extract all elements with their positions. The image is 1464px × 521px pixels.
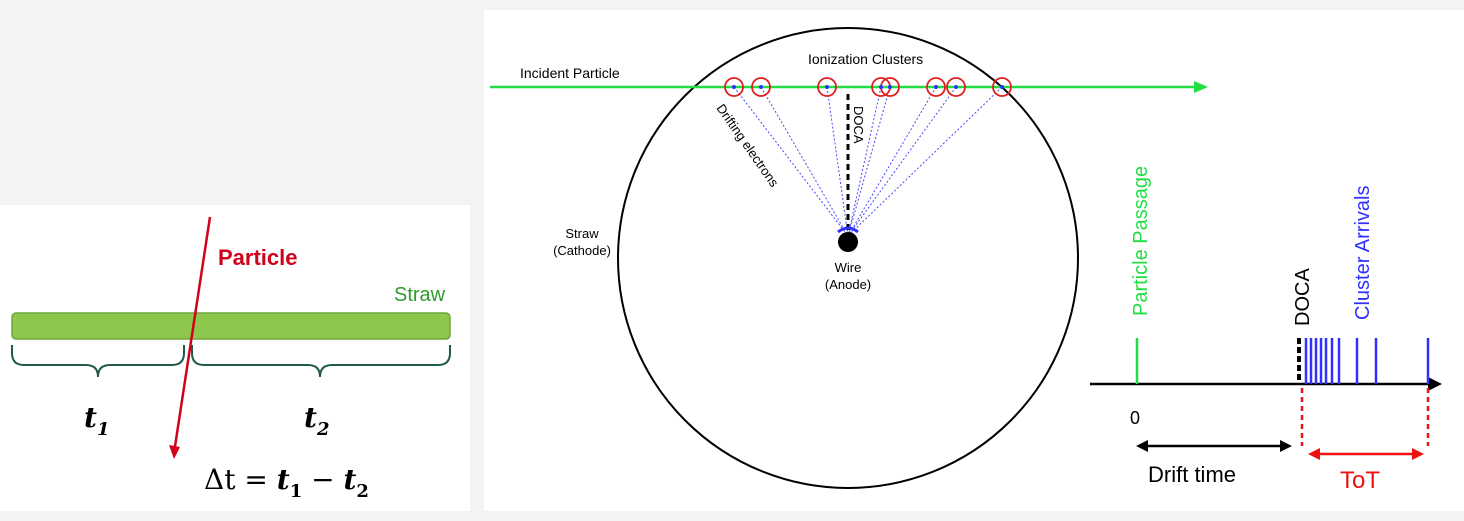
tot-arrow-right — [1412, 448, 1424, 460]
cluster-electrons — [732, 85, 1004, 89]
drift-time-arrow-left — [1136, 440, 1148, 452]
cluster-arrivals-label: Cluster Arrivals — [1352, 186, 1374, 320]
wire-label-line1: Wire — [835, 260, 862, 275]
doca-label: DOCA — [851, 106, 866, 144]
straw-timing-diagram: Straw Particle t1 t2 Δt = t1 − t2 — [11, 216, 451, 502]
straw-label-line1: Straw — [565, 226, 599, 241]
incident-particle-label: Incident Particle — [520, 65, 620, 81]
tot-arrow-left — [1308, 448, 1320, 460]
wire-label-line2: (Anode) — [825, 277, 871, 292]
straw-label: Straw — [394, 284, 446, 306]
straw-tube — [11, 312, 451, 340]
cluster-arrival-markers — [1304, 338, 1430, 384]
t1-brace — [11, 345, 185, 378]
tot-label: ToT — [1340, 467, 1380, 494]
ionization-clusters-label: Ionization Clusters — [808, 51, 923, 67]
t1-label: t1 — [84, 401, 109, 440]
incident-track-arrowhead — [1194, 81, 1208, 93]
particle-passage-label: Particle Passage — [1130, 166, 1152, 316]
time-axis-arrowhead — [1428, 377, 1442, 391]
delta-t-formula: Δt = t1 − t2 — [204, 463, 369, 502]
straw-timing-panel: Straw Particle t1 t2 Δt = t1 − t2 — [0, 205, 470, 511]
straw-cathode-circle — [617, 27, 1079, 489]
drift-time-label: Drift time — [1148, 462, 1236, 487]
particle-arrowhead — [169, 445, 180, 459]
t2-brace — [191, 345, 451, 378]
time-zero-label: 0 — [1130, 408, 1140, 428]
straw-label-line2: (Cathode) — [553, 243, 611, 258]
particle-track — [172, 216, 212, 454]
drift-time-arrow-right — [1280, 440, 1292, 452]
straw-cross-section-diagram: DOCA Incident Particle Ionization Cluste… — [490, 27, 1442, 494]
doca-time-label: DOCA — [1292, 268, 1314, 326]
drifting-electrons-label: Drifting electrons — [714, 101, 783, 190]
electron-arrival-arc — [837, 226, 859, 234]
ionization-clusters — [724, 77, 1012, 97]
straw-cross-section-panel: DOCA Incident Particle Ionization Cluste… — [484, 10, 1464, 511]
wire-anode — [838, 232, 858, 252]
t2-label: t2 — [304, 401, 329, 440]
particle-label: Particle — [218, 245, 298, 270]
drift-paths — [733, 86, 1003, 237]
